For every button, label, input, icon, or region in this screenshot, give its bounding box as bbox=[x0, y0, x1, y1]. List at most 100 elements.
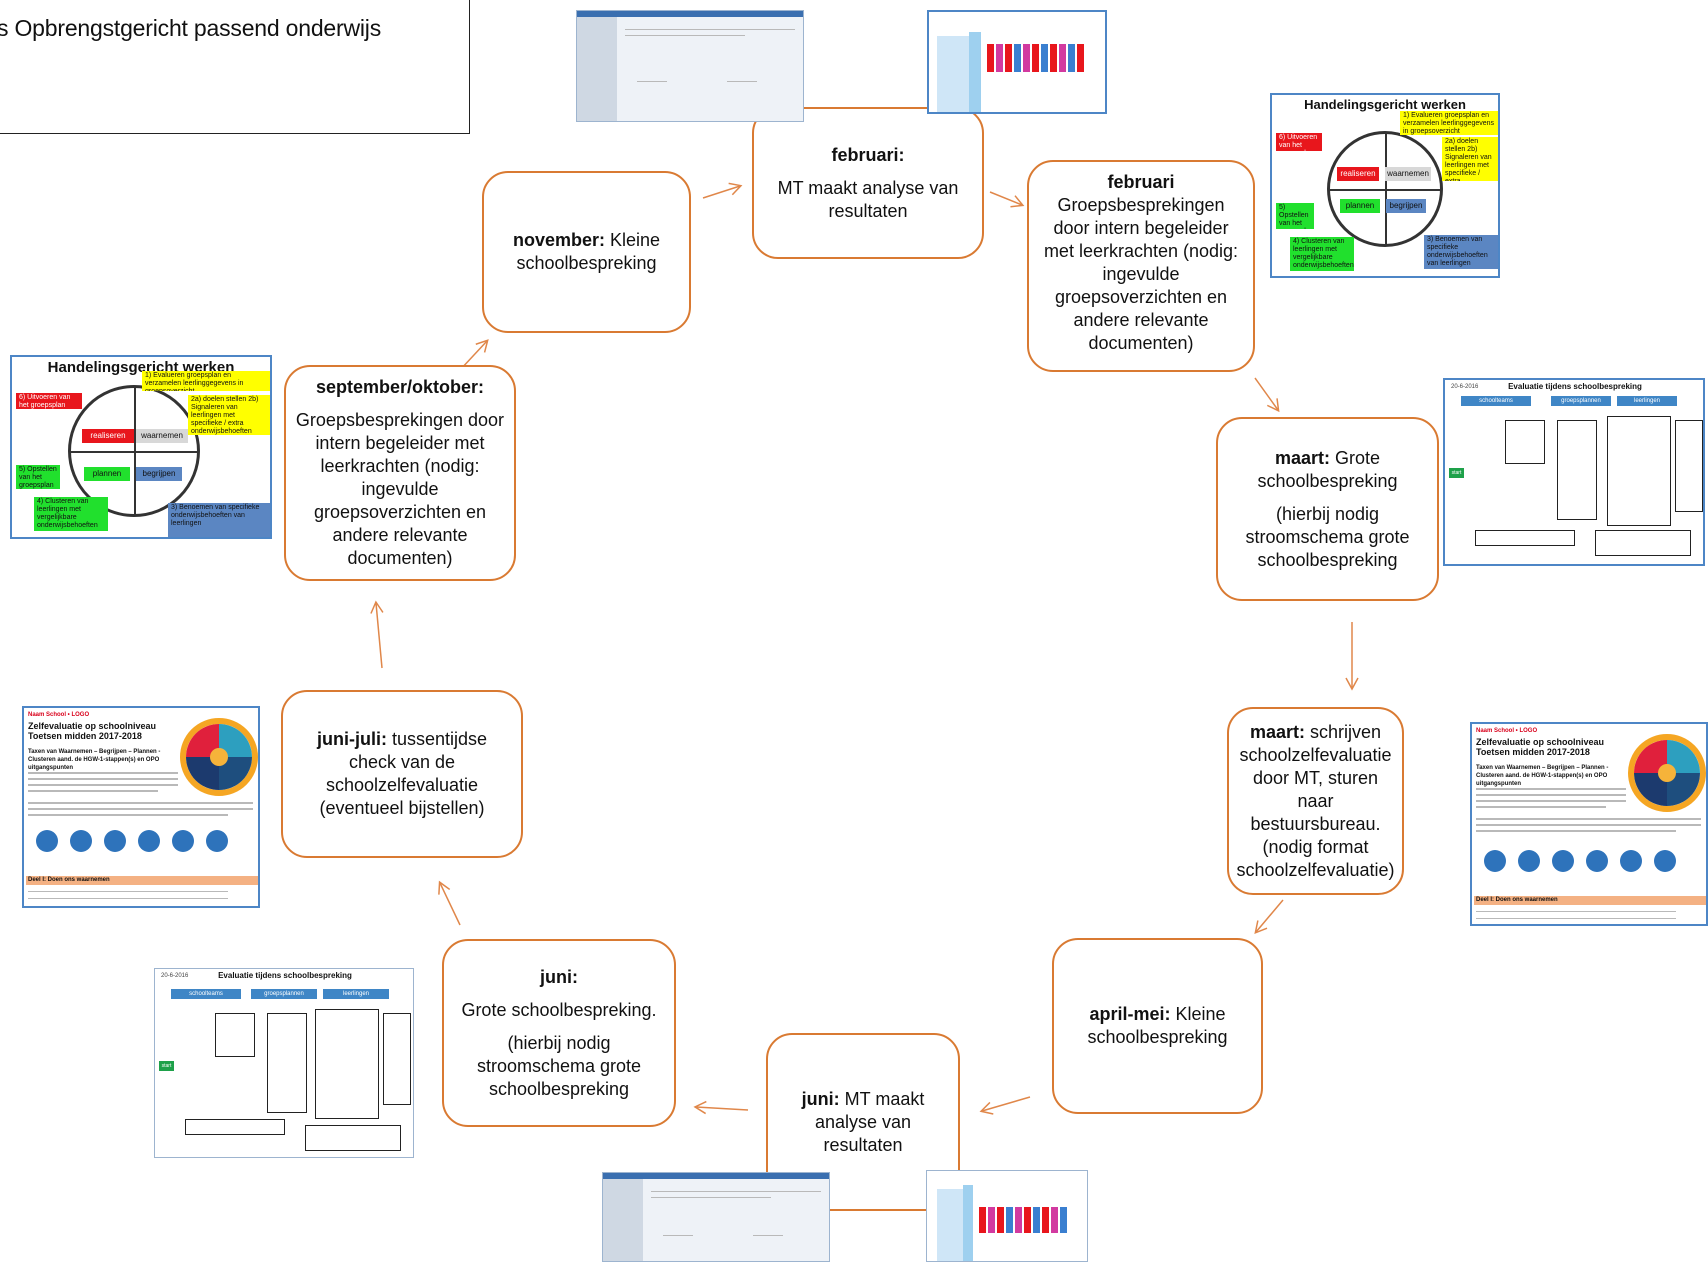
flowchart-thumbnail-left: 20-6-2016 Evaluatie tijdens schoolbespre… bbox=[154, 968, 414, 1158]
doc-subtitle: Toetsen midden 2017-2018 bbox=[28, 731, 142, 741]
flow-column-leerlingen: leerlingen bbox=[323, 989, 389, 999]
node-april-mei: april-mei: Kleine schoolbespreking bbox=[1052, 938, 1263, 1114]
node-note: (hierbij nodig stroomschema grote school… bbox=[1245, 503, 1410, 570]
hgw-quadrant-waarnemen: waarnemen bbox=[1385, 167, 1431, 181]
hgw-circle bbox=[1327, 131, 1443, 247]
hgw-step6: 6) Uitvoeren van het groepsplan bbox=[1276, 133, 1322, 151]
flow-start: start bbox=[1449, 468, 1464, 478]
process-icon bbox=[1552, 850, 1574, 872]
arrow-junijuli-to-sept bbox=[370, 600, 384, 669]
window-titlebar bbox=[603, 1173, 829, 1179]
doc-school: Naam School • LOGO bbox=[1476, 728, 1538, 734]
process-icon bbox=[1484, 850, 1506, 872]
hgw-circle bbox=[68, 385, 200, 517]
hgw-quadrant-begrijpen: begrijpen bbox=[1386, 199, 1426, 213]
node-month: april-mei: bbox=[1089, 1004, 1171, 1024]
flow-column-schoolteams: schoolteams bbox=[171, 989, 241, 999]
process-icon bbox=[1518, 850, 1540, 872]
flow-title: Evaluatie tijdens schoolbespreking bbox=[218, 971, 352, 980]
hgw-title: Handelingsgericht werken bbox=[1304, 97, 1466, 112]
node-month: februari bbox=[1107, 172, 1175, 192]
doc-section: Deel I: Doen ons waarnemen bbox=[1476, 897, 1558, 903]
node-text: Groepsbesprekingen door intern begeleide… bbox=[295, 410, 505, 568]
arrow-feb-to-maart bbox=[1254, 377, 1280, 413]
node-month: november: bbox=[512, 230, 605, 250]
hgw-step2: 2a) doelen stellen 2b) Signaleren van le… bbox=[1442, 137, 1498, 181]
flow-column-schoolteams: schoolteams bbox=[1461, 396, 1531, 406]
hgw-quadrant-realiseren: realiseren bbox=[1337, 167, 1379, 181]
flow-column-groepsplannen: groepsplannen bbox=[1551, 396, 1611, 406]
node-text: MT maakt analyse van resultaten bbox=[777, 177, 959, 221]
node-month: maart: bbox=[1249, 721, 1305, 742]
hgw-step1: 1) Evalueren groepsplan en verzamelen le… bbox=[142, 371, 270, 391]
process-icon bbox=[70, 830, 92, 852]
node-november: november: Kleine schoolbespreking bbox=[482, 171, 691, 333]
flowchart-thumbnail-right: 20-6-2016 Evaluatie tijdens schoolbespre… bbox=[1443, 378, 1705, 566]
node-text: Kleine schoolbespreking bbox=[516, 230, 661, 273]
window-sidebar bbox=[577, 17, 617, 121]
arrow-feb-to-feb bbox=[989, 191, 1025, 208]
hgw-cycle-thumbnail-right: Handelingsgericht werken 1) Evalueren gr… bbox=[1270, 93, 1500, 278]
node-month: februari: bbox=[831, 144, 905, 165]
hgw-quadrant-begrijpen: begrijpen bbox=[136, 467, 182, 481]
node-text: Kleine schoolbespreking bbox=[1087, 1004, 1228, 1047]
arrow-juni-to-junijuli bbox=[438, 880, 461, 926]
arrow-april-to-juni bbox=[979, 1096, 1031, 1115]
hgw-step5: 5) Opstellen van het groepsplan bbox=[1276, 203, 1314, 229]
zelfevaluatie-doc-thumbnail-right: Naam School • LOGO Zelfevaluatie op scho… bbox=[1470, 722, 1708, 926]
hgw-cycle-thumbnail-left: Handelingsgericht werken 1) Evalueren gr… bbox=[10, 355, 272, 539]
doc-title: Zelfevaluatie op schoolniveau bbox=[28, 721, 157, 731]
node-maart-grote: maart: Grote schoolbespreking (hierbij n… bbox=[1216, 417, 1439, 601]
node-text: MT maakt analyse van resultaten bbox=[814, 1088, 925, 1155]
process-icon bbox=[206, 830, 228, 852]
node-juni-grote: juni: Grote schoolbespreking. (hierbij n… bbox=[442, 939, 676, 1127]
process-icon bbox=[1586, 850, 1608, 872]
node-text: Grote schoolbespreking bbox=[1257, 447, 1398, 491]
node-note: (hierbij nodig stroomschema grote school… bbox=[476, 1032, 642, 1099]
node-text: tussentijdse check van de schoolzelfeval… bbox=[319, 729, 488, 818]
hgw-quadrant-plannen: plannen bbox=[84, 467, 130, 481]
node-februari-mt: februari: MT maakt analyse van resultate… bbox=[752, 107, 984, 259]
hgw-step4: 4) Clusteren van leerlingen met vergelij… bbox=[34, 497, 108, 531]
node-month: juni: bbox=[540, 966, 578, 987]
hgw-step2: 2a) doelen stellen 2b) Signaleren van le… bbox=[188, 395, 270, 435]
window-sidebar bbox=[603, 1179, 643, 1261]
software-screenshot-thumbnail bbox=[576, 10, 804, 122]
page-title: s Opbrengstgericht passend onderwijs bbox=[0, 15, 382, 41]
hgw-step5: 5) Opstellen van het groepsplan bbox=[16, 465, 60, 489]
doc-school: Naam School • LOGO bbox=[28, 712, 90, 718]
process-icon bbox=[1654, 850, 1676, 872]
doc-heading: Taxen van Waarnemen – Begrijpen – Planne… bbox=[1476, 765, 1609, 787]
flow-column-leerlingen: leerlingen bbox=[1617, 396, 1677, 406]
node-month: juni: bbox=[801, 1088, 840, 1109]
group-overview-graph-thumbnail-bottom bbox=[926, 1170, 1088, 1262]
node-februari-groep: februari Groepsbesprekingen door intern … bbox=[1027, 160, 1255, 372]
doc-heading: Taxen van Waarnemen – Begrijpen – Planne… bbox=[28, 749, 161, 771]
arrow-nov-to-feb bbox=[702, 182, 743, 199]
flow-title: Evaluatie tijdens schoolbespreking bbox=[1508, 382, 1642, 391]
node-text: Groepsbesprekingen door intern begeleide… bbox=[1043, 195, 1239, 353]
hgw-step6: 6) Uitvoeren van het groepsplan bbox=[16, 393, 82, 409]
node-juni-juli: juni-juli: tussentijdse check van de sch… bbox=[281, 690, 523, 858]
flow-column-groepsplannen: groepsplannen bbox=[251, 989, 317, 999]
software-screenshot-thumbnail-bottom bbox=[602, 1172, 830, 1262]
doc-title: Zelfevaluatie op schoolniveau bbox=[1476, 737, 1605, 747]
doc-section: Deel I: Doen ons waarnemen bbox=[28, 877, 110, 883]
process-icon bbox=[104, 830, 126, 852]
arrow-maart-to-april bbox=[1254, 899, 1284, 934]
flow-date: 20-6-2016 bbox=[1451, 384, 1479, 390]
hgw-step1: 1) Evalueren groepsplan en verzamelen le… bbox=[1400, 111, 1498, 135]
process-icon bbox=[36, 830, 58, 852]
title-box: s Opbrengstgericht passend onderwijs bbox=[0, 0, 470, 134]
hgw-step4: 4) Clusteren van leerlingen met vergelij… bbox=[1290, 237, 1354, 271]
hgw-quadrant-plannen: plannen bbox=[1340, 199, 1380, 213]
node-month: maart: bbox=[1274, 447, 1330, 468]
process-icon bbox=[138, 830, 160, 852]
hgw-step3: 3) Benoemen van specifieke onderwijsbeho… bbox=[1424, 235, 1498, 269]
node-text: schrijven schoolzelfevaluatie door MT, s… bbox=[1236, 721, 1395, 880]
node-maart-schrijven: maart: schrijven schoolzelfevaluatie doo… bbox=[1227, 707, 1404, 895]
flow-start: start bbox=[159, 1061, 174, 1071]
process-icon bbox=[1620, 850, 1642, 872]
window-titlebar bbox=[577, 11, 803, 17]
